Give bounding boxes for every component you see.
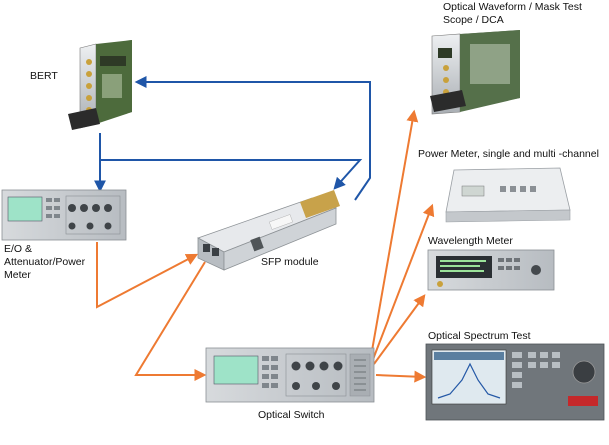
label-scope-line2: Scope / DCA bbox=[443, 14, 504, 26]
label-scope-line1: Optical Waveform / Mask Test bbox=[443, 1, 582, 13]
label-eo-line2: Attenuator/Power bbox=[4, 256, 86, 268]
label-sfp-module: SFP module bbox=[261, 256, 319, 268]
optical-waveform-scope bbox=[430, 30, 520, 115]
bert-instrument bbox=[68, 40, 132, 130]
label-bert: BERT bbox=[30, 70, 58, 82]
link-sfp-to-switch bbox=[134, 261, 207, 381]
electrical-links bbox=[94, 76, 371, 201]
link-switch-to-power-meter bbox=[371, 203, 435, 363]
link-bert-to-sfp bbox=[99, 133, 363, 190]
optical-spectrum-instrument bbox=[425, 343, 605, 421]
link-switch-to-spectrum bbox=[375, 370, 427, 383]
optical-switch bbox=[205, 347, 375, 403]
link-eo-to-sfp bbox=[96, 242, 199, 309]
eo-attenuator-power-meter bbox=[1, 189, 127, 241]
label-power-meter: Power Meter, single and multi -channel bbox=[418, 148, 599, 160]
link-switch-to-wavelength-meter bbox=[373, 294, 426, 365]
label-wavelength-meter: Wavelength Meter bbox=[428, 235, 513, 247]
link-sfp-to-bert bbox=[134, 76, 371, 201]
label-eo-line3: Meter bbox=[4, 269, 31, 281]
link-switch-to-scope bbox=[369, 109, 419, 363]
label-spectrum-test: Optical Spectrum Test bbox=[428, 330, 531, 342]
label-eo-line1: E/O & bbox=[4, 243, 33, 255]
power-meter-instrument bbox=[445, 167, 571, 223]
wavelength-meter-instrument bbox=[427, 249, 555, 291]
sfp-module bbox=[197, 190, 340, 271]
label-optical-switch: Optical Switch bbox=[258, 409, 325, 421]
optical-links bbox=[96, 109, 435, 383]
